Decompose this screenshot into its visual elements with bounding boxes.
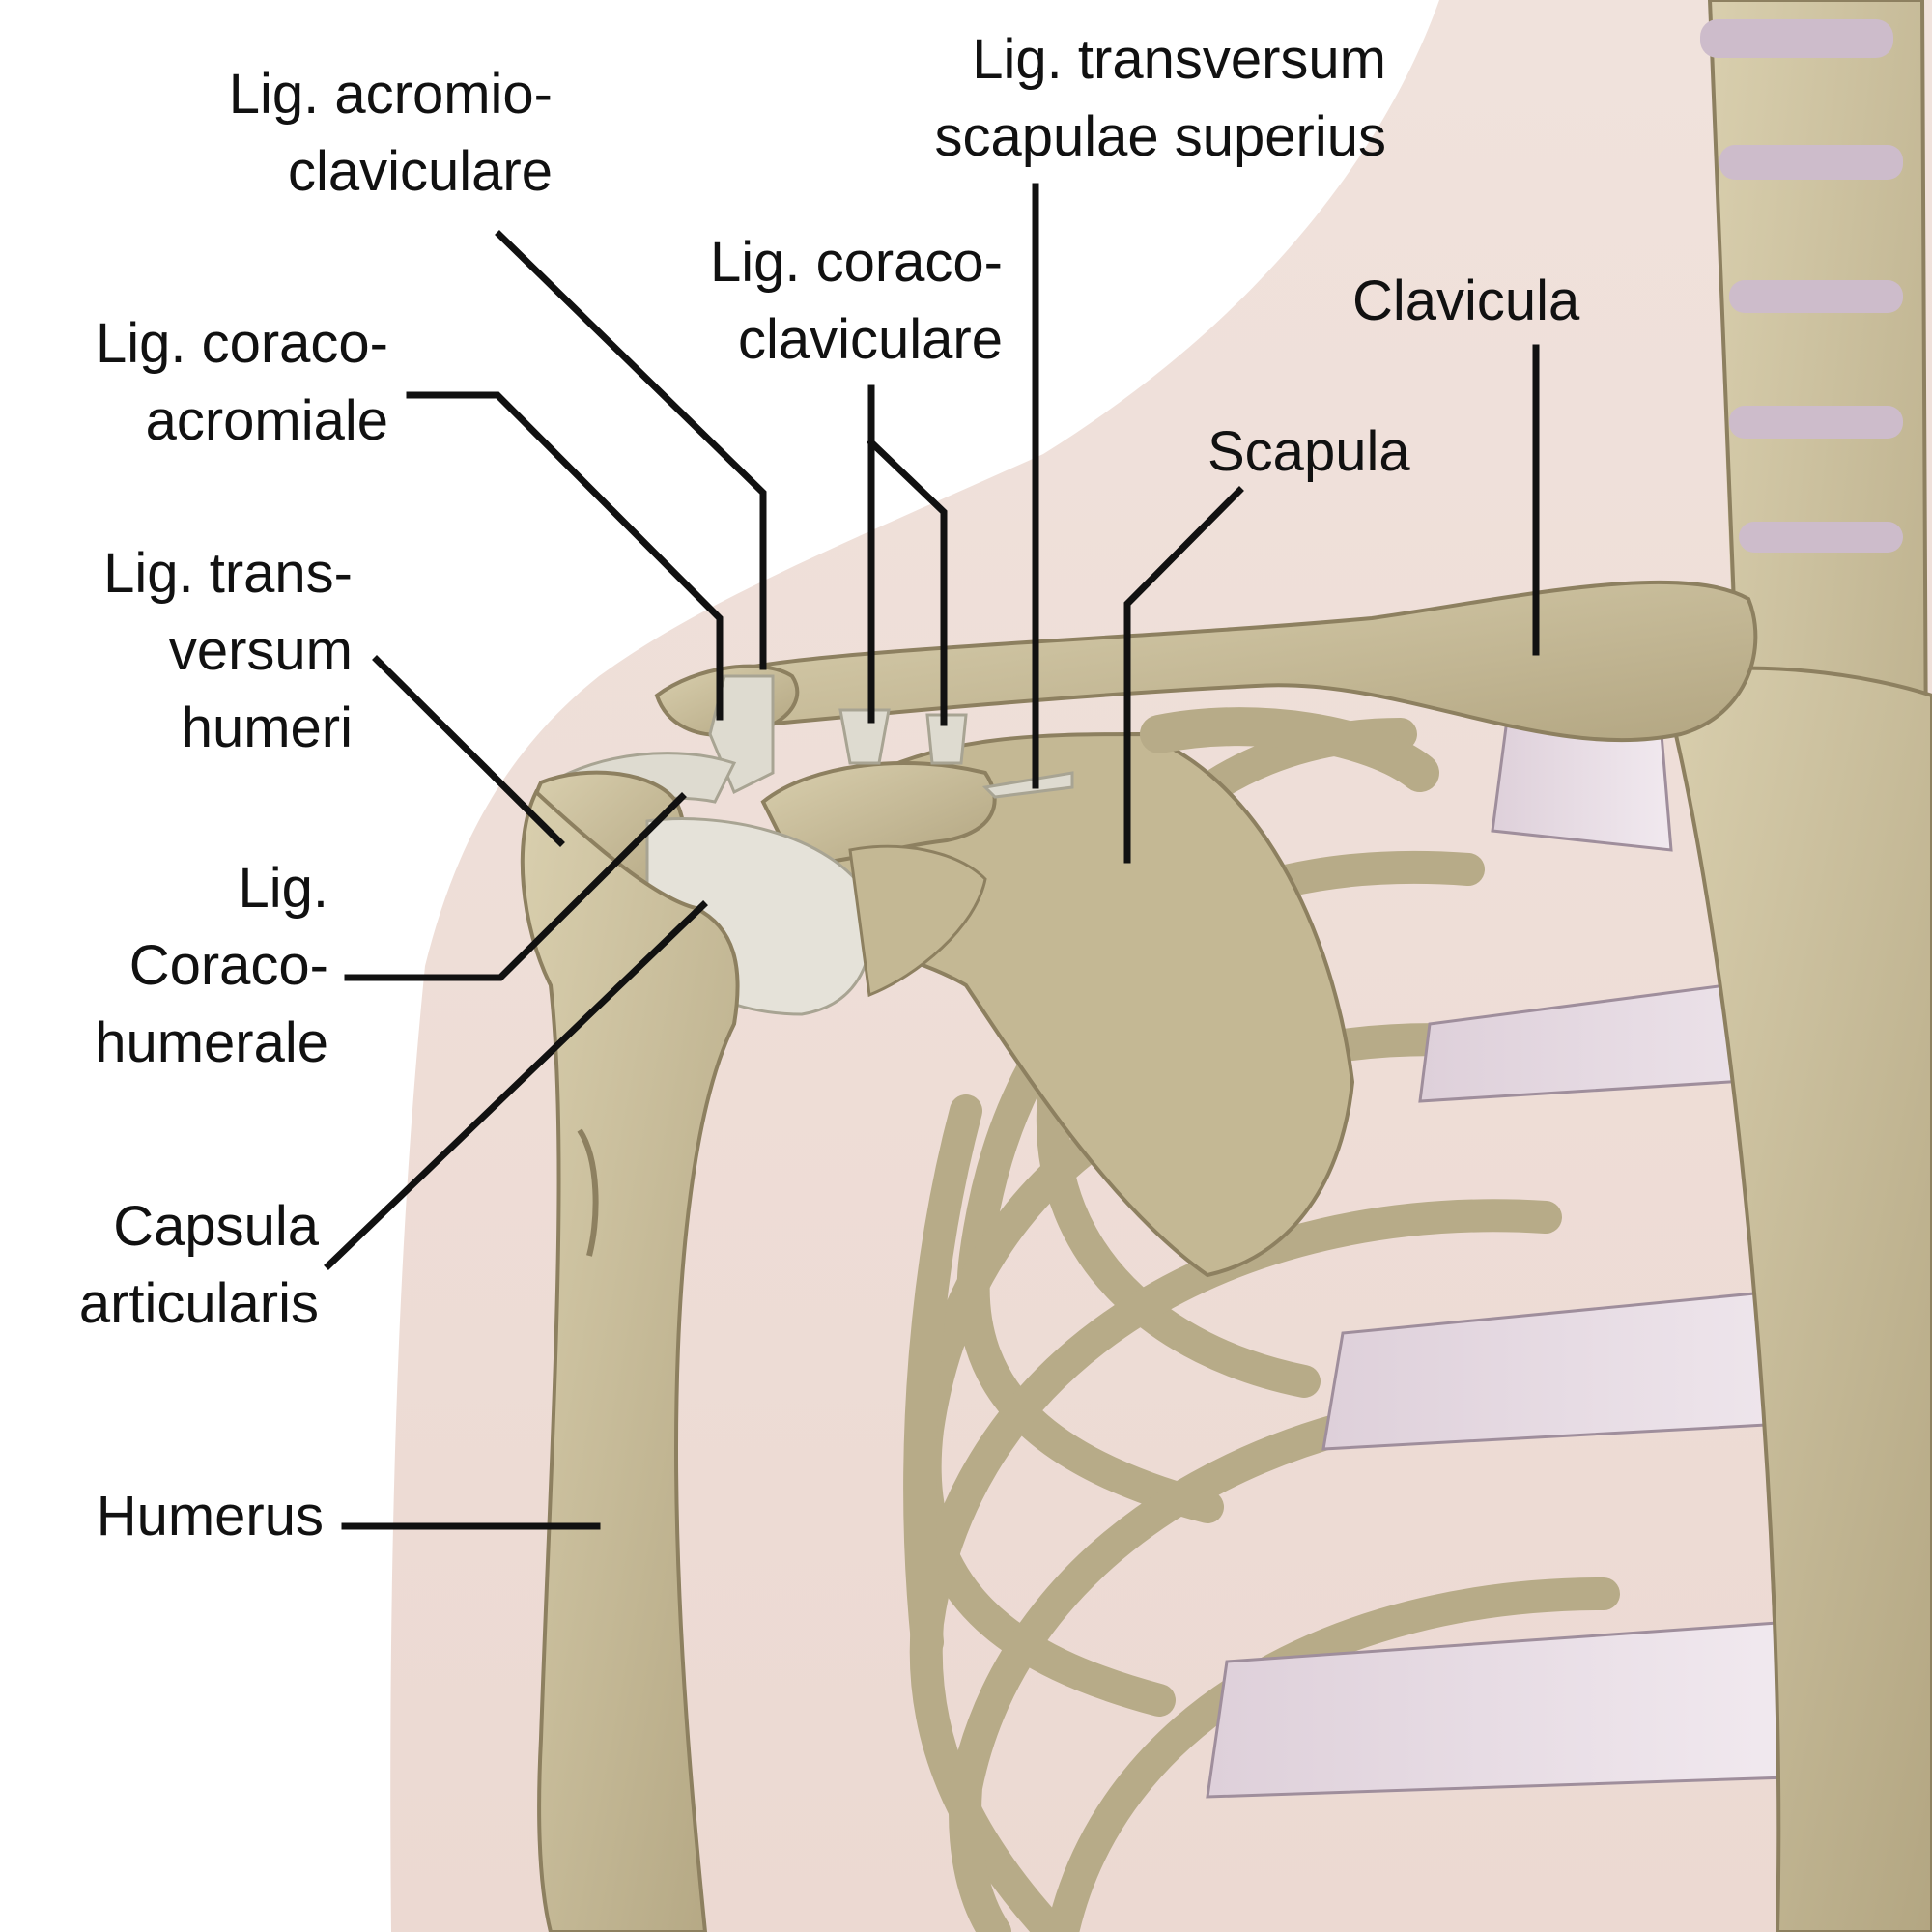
first-rib [1140, 707, 1439, 792]
label-capsula-articularis: Capsula articularis [78, 1195, 319, 1335]
label-scapula: Scapula [1208, 420, 1410, 483]
leader-lig-coracohumerale [344, 792, 687, 981]
label-lig-transversum-humeri: Lig. trans- versum humeri [103, 542, 353, 759]
label-lig-coracoclaviculare: Lig. coraco- claviculare [709, 231, 1003, 371]
leader-scapula [1123, 486, 1244, 864]
label-clavicula: Clavicula [1352, 270, 1580, 332]
glenoid-scapula-neck [848, 844, 987, 998]
label-lig-acromioclaviculare: Lig. acromio- claviculare [228, 63, 553, 203]
leader-lig-coracoclaviculare-branch [867, 438, 948, 726]
sternum [1659, 666, 1932, 1932]
label-lig-coracoacromiale: Lig. coraco- acromiale [95, 312, 388, 452]
leader-lig-transversum-humeri [372, 655, 565, 847]
humerus-shaft [520, 788, 740, 1932]
leader-lines [324, 183, 1540, 1530]
label-lig-transversum-scapulae-superius: Lig. transversum scapulae superius [934, 28, 1386, 168]
coracoid-process [760, 761, 997, 865]
leader-lig-acromioclaviculare [495, 230, 767, 670]
clavicle-shape [751, 580, 1758, 743]
leader-lig-coracoacromiale [406, 391, 724, 721]
label-humerus: Humerus [96, 1485, 324, 1548]
deltoid-tuberosity [577, 1128, 599, 1257]
leader-capsula-articularis [324, 900, 708, 1270]
label-lig-coracohumerale: Lig. Coraco- humerale [95, 857, 328, 1074]
